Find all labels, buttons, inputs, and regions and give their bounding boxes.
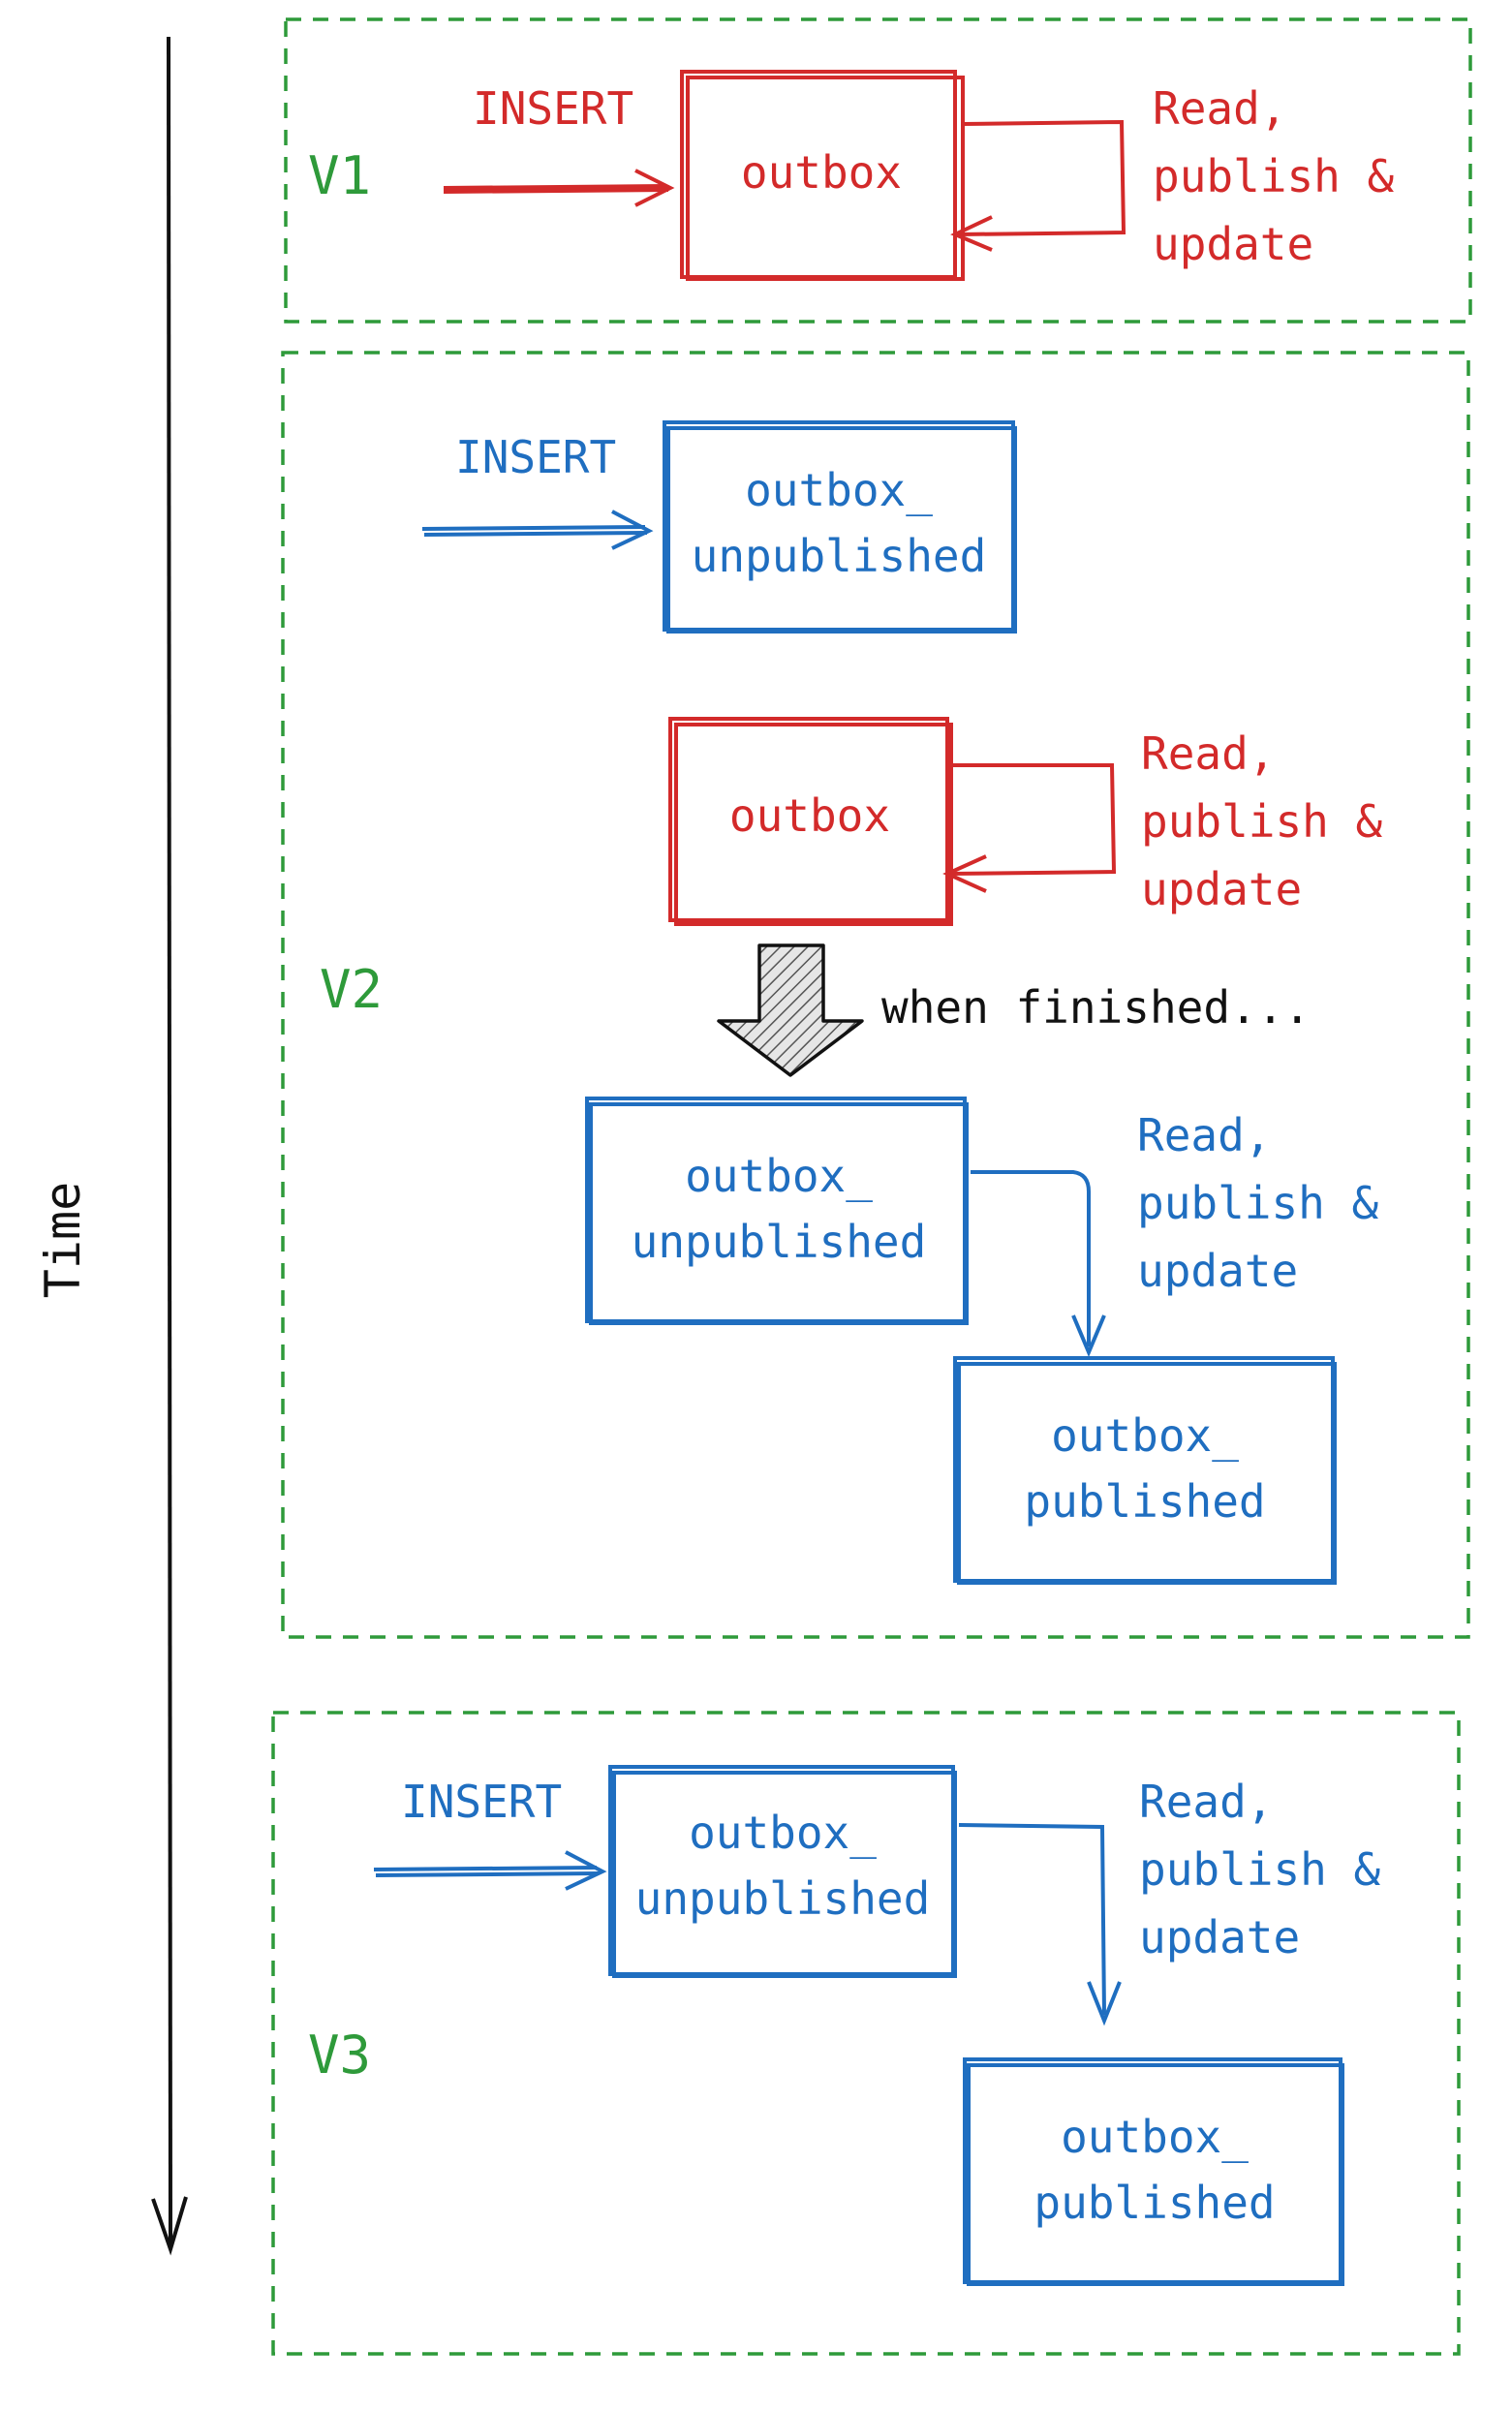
v2-published-box-sketch [957, 1362, 1337, 1585]
v3-unpublished-box-sketch [612, 1771, 957, 1978]
v2-red-action-line-1: Read, [1141, 727, 1275, 780]
v3-insert-arrow-line [373, 1866, 600, 1877]
v1-label: V1 [308, 145, 371, 206]
v1-action-line-2: publish & [1153, 150, 1395, 202]
v3-dashed-frame [271, 1711, 1461, 2356]
v2-unpublished-text-2: unpublished [632, 1216, 927, 1268]
v1-insert-arrow-line [443, 184, 669, 194]
time-axis: Time [35, 36, 188, 2256]
v2-red-action-line-2: publish & [1141, 795, 1383, 848]
v2-unpublished-box [585, 1097, 967, 1323]
v1-outbox-text: outbox [741, 146, 902, 199]
v2-insert-arrowhead-icon [611, 510, 654, 550]
v3-published-box-sketch [967, 2063, 1344, 2286]
v3-insert-label: INSERT [401, 1776, 562, 1828]
v2-outbox-box [668, 717, 949, 922]
v2-top-unpublished-box [663, 420, 1015, 632]
v2-dashed-frame [281, 351, 1470, 1639]
v3-publish-arrowhead-icon [1087, 1981, 1122, 2026]
time-axis-arrowhead-icon [151, 2196, 188, 2256]
v2-published-text-2: published [1024, 1475, 1265, 1528]
v3-publish-arrow-line [958, 1823, 1106, 2016]
v1-action-line-3: update [1153, 218, 1313, 270]
v2-blue-action-line-2: publish & [1137, 1177, 1379, 1229]
v3-action-line-3: update [1139, 1911, 1300, 1963]
v1-dashed-frame [284, 17, 1472, 324]
v2-outbox-text: outbox [729, 789, 890, 842]
v2-blue-action-line-1: Read, [1137, 1109, 1271, 1161]
v2-publish-arrow-line [971, 1170, 1091, 1346]
v1-action-line-1: Read, [1153, 82, 1286, 135]
v3-published-text-2: published [1034, 2177, 1275, 2229]
v1-insert-label: INSERT [473, 82, 633, 135]
v2-section: V2 INSERT outbox_ unpublished outbox Rea… [281, 351, 1470, 1639]
v2-top-unpublished-box-sketch [666, 426, 1017, 634]
v2-insert-arrow-line [421, 525, 648, 537]
v2-label: V2 [320, 959, 383, 1020]
v2-unpublished-box-sketch [589, 1102, 969, 1325]
v3-unpublished-text-2: unpublished [635, 1872, 931, 1925]
v3-action-line-2: publish & [1139, 1843, 1381, 1896]
v2-publish-arrowhead-icon [1071, 1314, 1106, 1358]
v2-published-text-1: outbox_ [1051, 1409, 1239, 1462]
v2-published-box [953, 1356, 1335, 1583]
v1-outbox-box-sketch [686, 76, 965, 281]
v3-action-line-1: Read, [1139, 1776, 1273, 1828]
time-axis-line [167, 36, 172, 2248]
v1-self-loop-line [958, 119, 1126, 236]
v3-published-box [963, 2057, 1342, 2284]
v1-section: V1 INSERT outbox Read, publish & update [284, 17, 1472, 324]
v2-unpublished-text-1: outbox_ [685, 1150, 873, 1202]
when-finished-label: when finished... [881, 981, 1311, 1034]
v3-insert-arrowhead-icon [565, 1850, 607, 1891]
v2-red-action-line-3: update [1141, 863, 1302, 915]
v2-top-unpublished-text-2: unpublished [692, 530, 987, 582]
v3-unpublished-text-1: outbox_ [689, 1807, 877, 1859]
v1-insert-arrowhead-icon [634, 169, 675, 207]
v3-section: V3 INSERT outbox_ unpublished Read, publ… [271, 1711, 1461, 2356]
transition-arrow-icon [717, 943, 864, 1077]
v1-self-loop-arrowhead-icon [950, 215, 993, 252]
v3-published-text-1: outbox_ [1061, 2111, 1249, 2163]
v2-blue-action-line-3: update [1137, 1245, 1298, 1297]
v2-outbox-box-sketch [674, 723, 953, 926]
v3-label: V3 [308, 2025, 371, 2086]
v2-self-loop-arrowhead-icon [942, 854, 987, 893]
v2-top-unpublished-text-1: outbox_ [745, 464, 933, 516]
v2-self-loop-line [948, 763, 1117, 876]
v3-unpublished-box [608, 1765, 955, 1976]
time-axis-label: Time [35, 1182, 91, 1298]
v2-insert-label: INSERT [455, 431, 616, 483]
